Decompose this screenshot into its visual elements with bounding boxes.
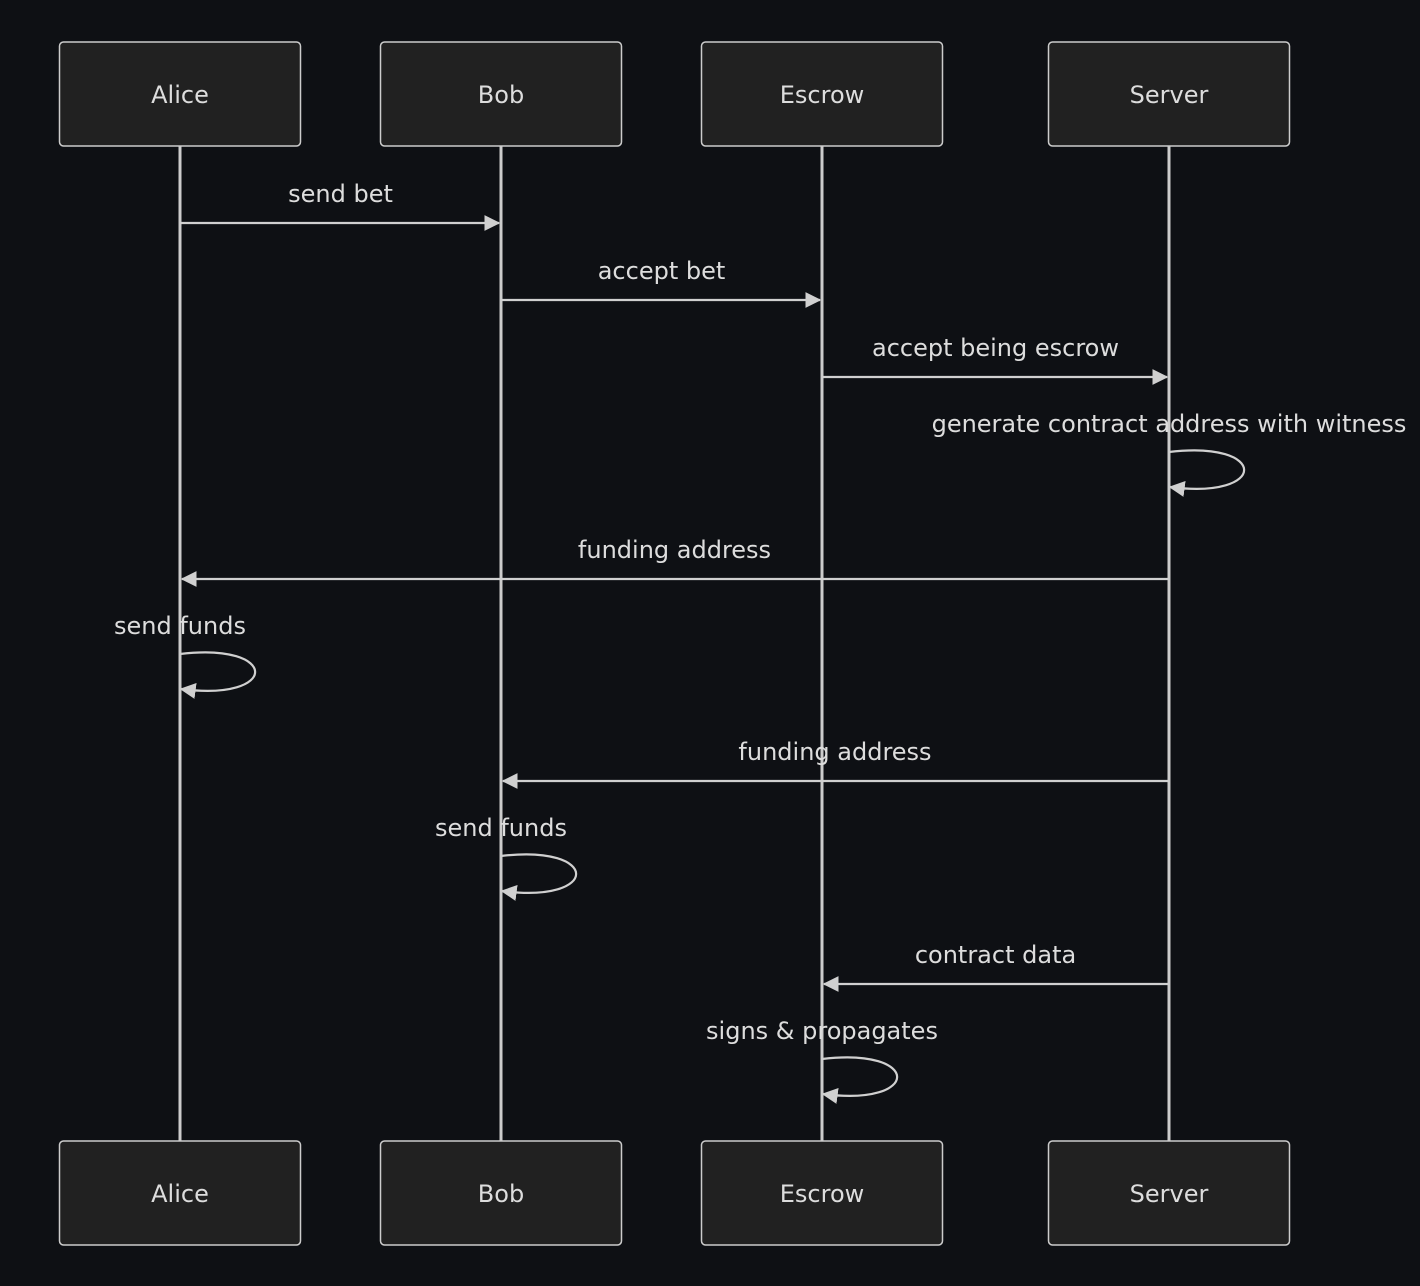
actor-bob-top[interactable]: Bob <box>379 41 623 147</box>
actor-box <box>379 41 623 147</box>
message-2: accept bet <box>501 257 822 308</box>
actor-label: Alice <box>151 81 209 109</box>
actor-escrow-top[interactable]: Escrow <box>700 41 944 147</box>
actor-server-bottom[interactable]: Server <box>1047 1140 1291 1246</box>
actor-label: Server <box>1130 1180 1209 1208</box>
actor-box <box>379 1140 623 1246</box>
actor-label: Bob <box>478 81 524 109</box>
message-label: funding address <box>578 536 771 564</box>
actor-label: Escrow <box>780 1180 865 1208</box>
message-label: signs & propagates <box>706 1017 938 1045</box>
message-label: generate contract address with witness <box>932 410 1407 438</box>
actor-box <box>58 41 302 147</box>
self-message-arrow <box>821 1056 898 1104</box>
message-label: send bet <box>288 180 393 208</box>
message-label: send funds <box>114 612 246 640</box>
actor-bob-bottom[interactable]: Bob <box>379 1140 623 1246</box>
message-6: send funds <box>114 612 256 699</box>
actor-box <box>700 1140 944 1246</box>
message-10: signs & propagates <box>706 1017 938 1104</box>
actor-label: Escrow <box>780 81 865 109</box>
actor-label: Alice <box>151 1180 209 1208</box>
message-4: generate contract address with witness <box>932 410 1407 497</box>
message-1: send bet <box>180 180 501 231</box>
self-message-arrow <box>1168 449 1245 497</box>
message-7: funding address <box>501 738 1169 789</box>
message-5: funding address <box>180 536 1169 587</box>
message-label: send funds <box>435 814 567 842</box>
actor-box <box>1047 41 1291 147</box>
actor-box <box>58 1140 302 1246</box>
actor-alice-bottom[interactable]: Alice <box>58 1140 302 1246</box>
message-3: accept being escrow <box>822 334 1169 385</box>
self-message-arrow <box>179 651 256 699</box>
message-label: funding address <box>738 738 931 766</box>
actor-escrow-bottom[interactable]: Escrow <box>700 1140 944 1246</box>
message-label: contract data <box>915 941 1076 969</box>
message-9: contract data <box>822 941 1169 992</box>
actor-label: Bob <box>478 1180 524 1208</box>
actor-server-top[interactable]: Server <box>1047 41 1291 147</box>
actor-label: Server <box>1130 81 1209 109</box>
message-label: accept being escrow <box>872 334 1119 362</box>
actor-box <box>700 41 944 147</box>
actor-alice-top[interactable]: Alice <box>58 41 302 147</box>
message-label: accept bet <box>598 257 726 285</box>
self-message-arrow <box>500 853 577 901</box>
actor-box <box>1047 1140 1291 1246</box>
message-8: send funds <box>435 814 577 901</box>
